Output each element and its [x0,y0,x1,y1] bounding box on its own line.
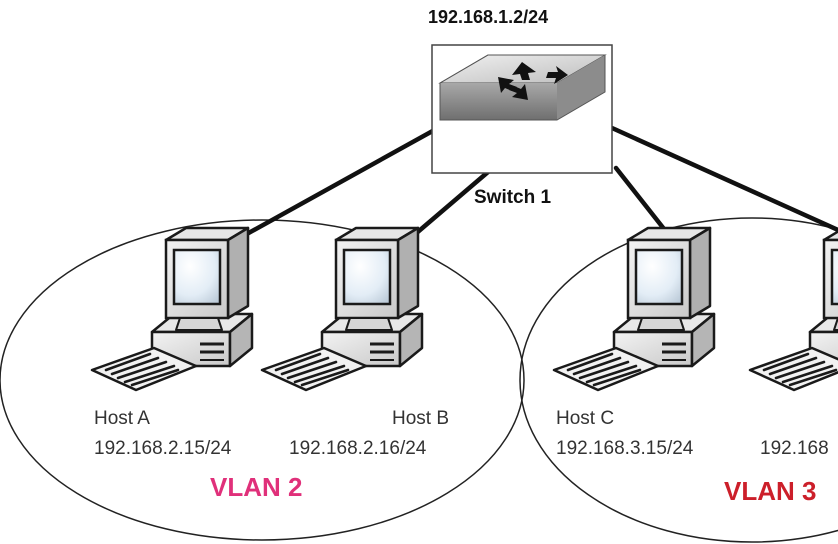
cable-host-c [613,165,671,237]
host-a-ip: 192.168.2.15/24 [94,438,232,459]
computer-icon-host-a [90,226,254,392]
computer-icon-host-c [552,226,716,392]
switch-name-label: Switch 1 [474,187,552,208]
vlan-3-boundary [519,217,838,543]
computer-icon-host-d [748,226,838,392]
cable-host-d [609,125,838,233]
cable-host-b [403,169,491,245]
host-d-ip: 192.168 [760,438,829,459]
host-a-name: Host A [94,408,150,429]
host-b-ip: 192.168.2.16/24 [289,438,427,459]
switch-ip-label: 192.168.1.2/24 [428,7,549,27]
switch-icon [431,44,613,174]
host-b-name: Host B [392,408,450,429]
vlan-2-label: VLAN 2 [210,472,303,502]
vlan-3-label: VLAN 3 [724,476,817,506]
cable-host-a [233,125,441,243]
network-cables [233,125,838,245]
computer-icon-host-b [260,226,424,392]
vlan-2-boundary [0,219,525,541]
host-c-name: Host C [556,408,615,429]
host-c-ip: 192.168.3.15/24 [556,438,694,459]
